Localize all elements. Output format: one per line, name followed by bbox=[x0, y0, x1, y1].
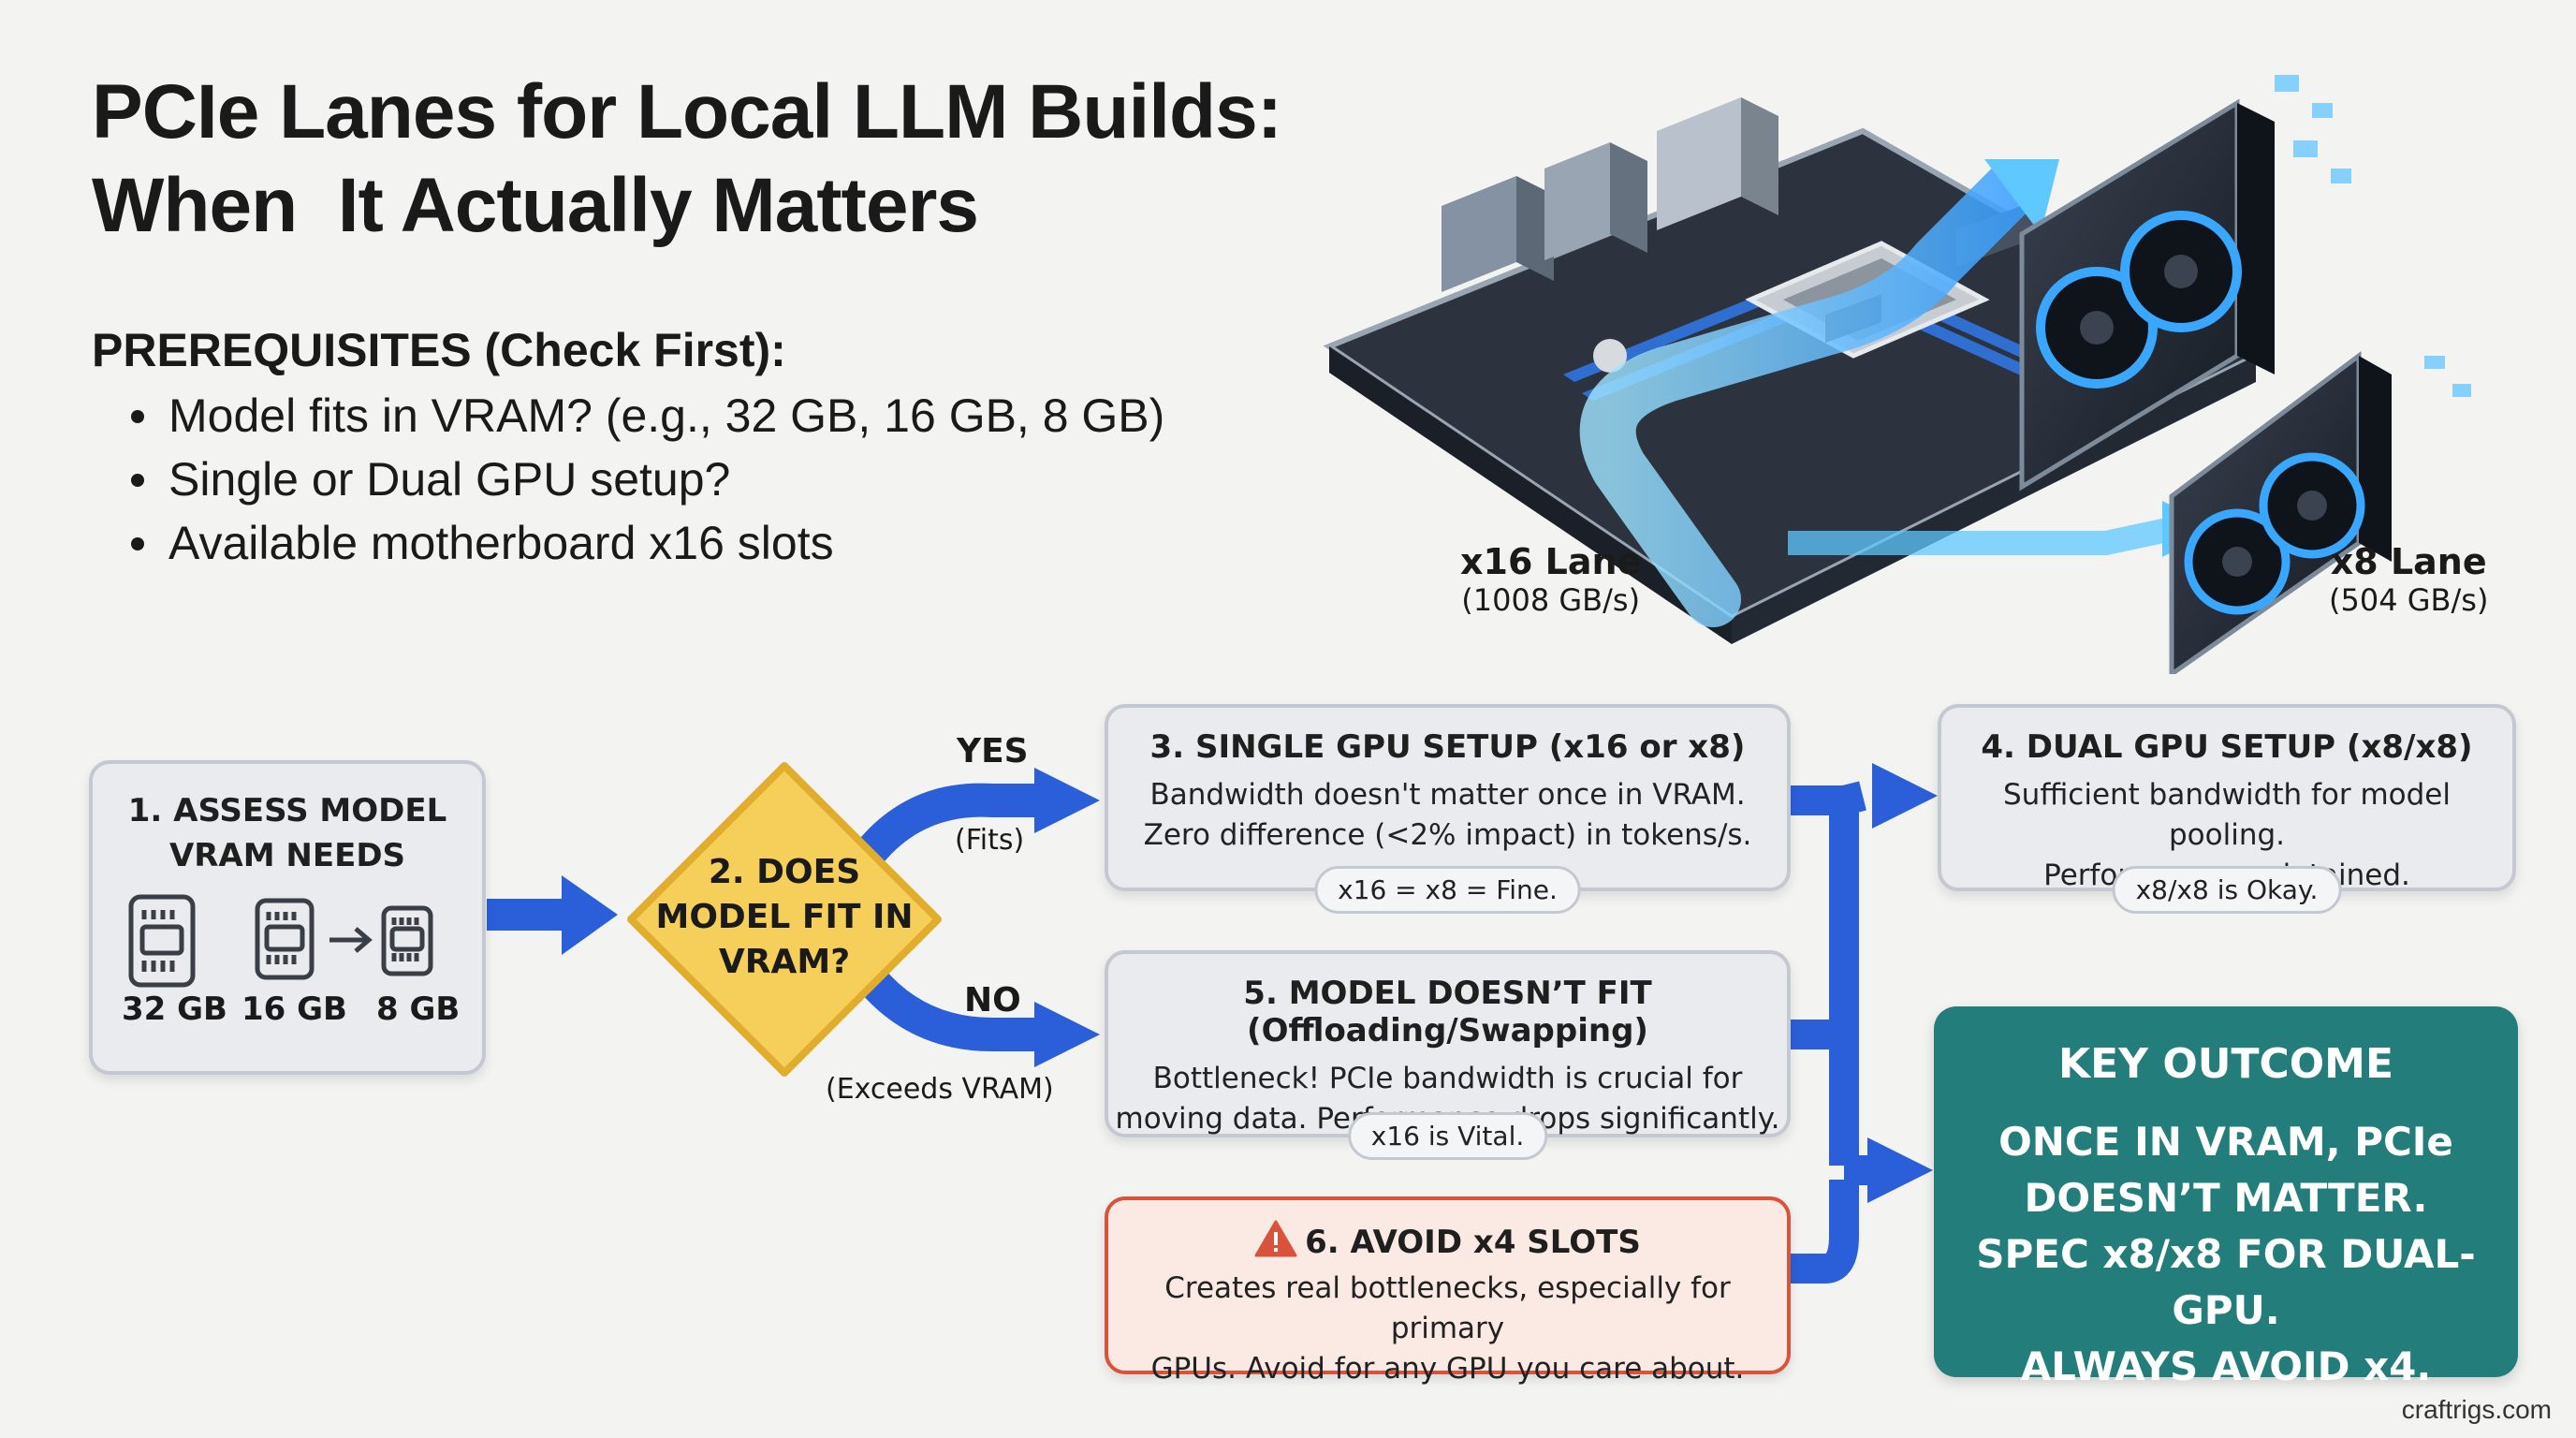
step3-single-gpu-box: 3. SINGLE GPU SETUP (x16 or x8) Bandwidt… bbox=[1105, 704, 1791, 914]
x8-flow-arrow bbox=[1788, 517, 2174, 555]
title-line-1: PCIe Lanes for Local LLM Builds: bbox=[92, 69, 1282, 154]
arrow-yes bbox=[857, 783, 1039, 863]
step4-dual-gpu-box: 4. DUAL GPU SETUP (x8/x8) Sufficient ban… bbox=[1938, 704, 2516, 914]
arrow-right-icon bbox=[562, 875, 618, 955]
data-particles bbox=[2275, 75, 2471, 397]
size-label-8: 8 GB bbox=[376, 990, 461, 1028]
size-label-16: 16 GB bbox=[242, 990, 347, 1028]
x16-flow-arrow bbox=[1579, 159, 2041, 627]
decision-text: 2. DOES MODEL FIT IN VRAM? bbox=[655, 853, 914, 981]
arrow-right-icon bbox=[329, 927, 373, 953]
step6-avoid-x4-box: 6. AVOID x4 SLOTS Creates real bottlenec… bbox=[1105, 1196, 1791, 1386]
warning-icon bbox=[1254, 1220, 1297, 1257]
x16-lane-label: x16 Lane (1008 GB/s) bbox=[1460, 541, 1642, 618]
prerequisite-item: Single or Dual GPU setup? bbox=[92, 448, 1164, 511]
vram-chips bbox=[128, 894, 433, 988]
step5-tag: x16 is Vital. bbox=[1347, 1112, 1548, 1160]
arrow-no bbox=[857, 967, 1039, 1051]
arrow-right-icon bbox=[1034, 768, 1100, 833]
no-label: NO bbox=[964, 981, 1021, 1020]
site-credit: craftrigs.com bbox=[2401, 1395, 2552, 1424]
arrow-right-icon bbox=[1867, 1137, 1933, 1203]
gpu-icon bbox=[2019, 98, 2275, 492]
arrow-right-icon bbox=[1872, 763, 1938, 829]
prerequisites-heading: PREREQUISITES (Check First): bbox=[92, 324, 786, 376]
key-outcome-box: KEY OUTCOME ONCE IN VRAM, PCIe DOESN’T M… bbox=[1934, 1006, 2518, 1389]
decision-diamond bbox=[627, 762, 942, 1077]
prerequisite-item: Available motherboard x16 slots bbox=[92, 511, 1164, 575]
yes-note: (Fits) bbox=[955, 824, 1025, 857]
arrow-right-icon bbox=[1034, 1002, 1100, 1067]
yes-label: YES bbox=[957, 732, 1029, 770]
step3-tag: x16 = x8 = Fine. bbox=[1314, 866, 1581, 914]
memory-chip-icon bbox=[255, 898, 315, 980]
page-title: PCIe Lanes for Local LLM Builds: When It… bbox=[92, 66, 1402, 253]
step4-tag: x8/x8 is Okay. bbox=[2112, 866, 2342, 914]
step5-doesnt-fit-box: 5. MODEL DOESN’T FIT (Offloading/Swappin… bbox=[1105, 950, 1791, 1160]
arrow-right-icon bbox=[487, 899, 571, 931]
title-line-2: When It Actually Matters bbox=[92, 163, 979, 248]
memory-chip-icon bbox=[128, 894, 196, 988]
x16-arrowhead bbox=[1984, 159, 2059, 234]
no-note: (Exceeds VRAM) bbox=[826, 1073, 1054, 1106]
key-outcome-body: ONCE IN VRAM, PCIe DOESN’T MATTER. SPEC … bbox=[1976, 1119, 2476, 1389]
memory-chip-icon bbox=[381, 905, 433, 976]
prerequisite-item: Model fits in VRAM? (e.g., 32 GB, 16 GB,… bbox=[92, 384, 1164, 448]
key-outcome-heading: KEY OUTCOME bbox=[2057, 1040, 2393, 1088]
gpu-icon bbox=[2169, 351, 2392, 674]
size-label-32: 32 GB bbox=[122, 990, 227, 1028]
connector bbox=[1791, 785, 1859, 1166]
prerequisites-list: Model fits in VRAM? (e.g., 32 GB, 16 GB,… bbox=[92, 384, 1164, 575]
motherboard-gpu-illustration bbox=[1323, 75, 2471, 674]
x8-lane-label: x8 Lane (504 GB/s) bbox=[2329, 541, 2489, 618]
